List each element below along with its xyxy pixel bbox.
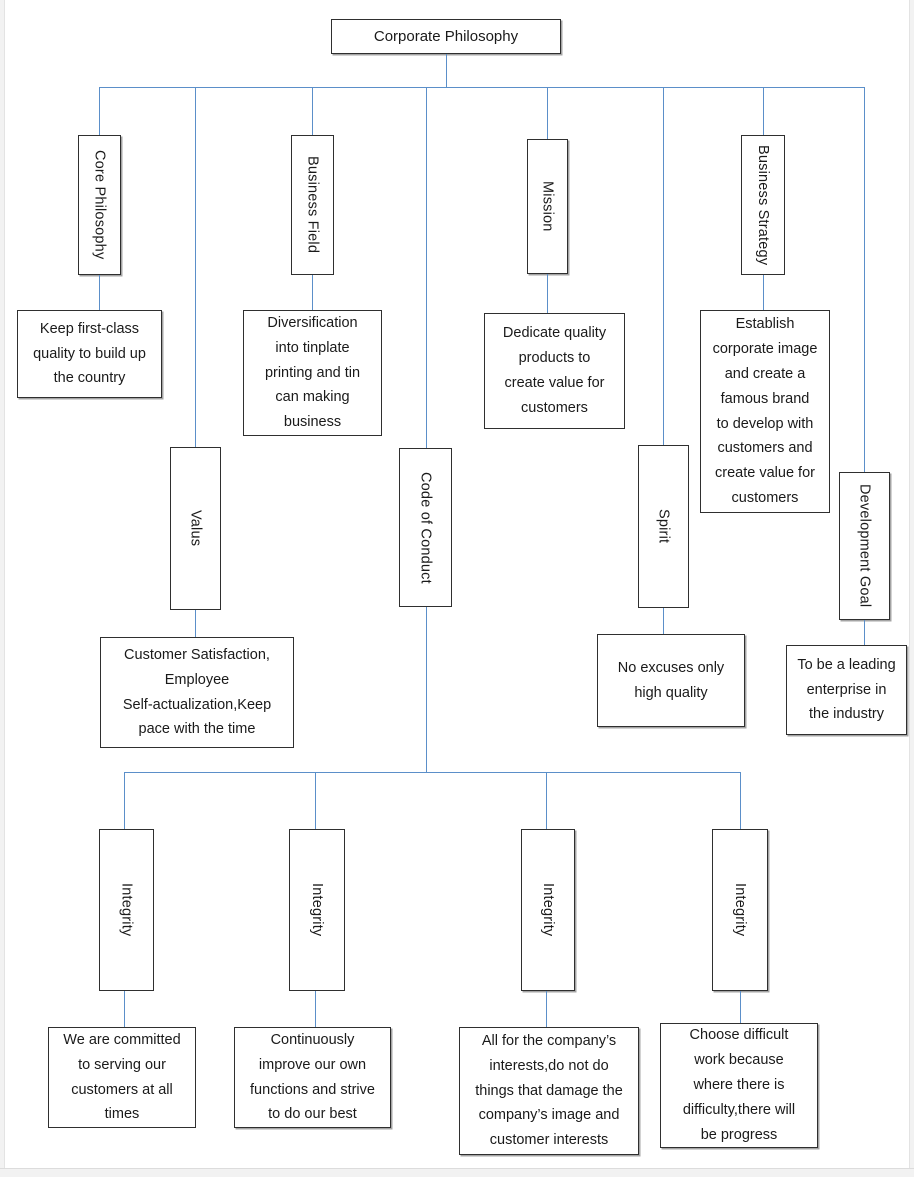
node-mission[interactable]: Mission bbox=[527, 139, 568, 274]
content-text: Dedicate quality products to create valu… bbox=[502, 325, 607, 416]
node-label: Core Philosophy bbox=[91, 150, 108, 260]
connector-drop-integrity-4 bbox=[740, 772, 741, 829]
connector-drop-mission bbox=[547, 87, 548, 139]
page-edge-bottom bbox=[0, 1168, 914, 1177]
connector-drop-development-goal bbox=[864, 87, 865, 472]
content-text: All for the company’s interests,do not d… bbox=[475, 1032, 623, 1149]
node-label: Spirit bbox=[655, 509, 672, 544]
node-label: Corporate Philosophy bbox=[373, 27, 519, 45]
node-corporate-philosophy[interactable]: Corporate Philosophy bbox=[331, 19, 561, 54]
content-text: Keep first-class quality to build up the… bbox=[33, 320, 146, 387]
node-valus[interactable]: Valus bbox=[170, 447, 221, 610]
content-text: Establish corporate image and create a f… bbox=[712, 315, 818, 507]
node-core-philosophy[interactable]: Core Philosophy bbox=[78, 135, 121, 275]
connector-drop-integrity-1 bbox=[124, 772, 125, 829]
node-development-goal[interactable]: Development Goal bbox=[839, 472, 890, 620]
connector-business-field-to-content bbox=[312, 275, 313, 310]
content-business-field[interactable]: Diversification into tinplate printing a… bbox=[243, 310, 382, 436]
connector-spirit-to-content bbox=[663, 608, 664, 634]
content-text: Choose difficult work because where ther… bbox=[682, 1027, 796, 1143]
node-label: Development Goal bbox=[856, 484, 873, 608]
connector-valus-to-content bbox=[195, 610, 196, 637]
connector-code-of-conduct-to-bus bbox=[426, 607, 427, 772]
node-spirit[interactable]: Spirit bbox=[638, 445, 689, 608]
content-mission[interactable]: Dedicate quality products to create valu… bbox=[484, 313, 625, 429]
connector-drop-integrity-3 bbox=[546, 772, 547, 829]
node-label: Business Field bbox=[304, 156, 321, 254]
connector-main-bus bbox=[100, 87, 865, 88]
connector-code-of-conduct-bus bbox=[124, 772, 741, 773]
connector-drop-integrity-2 bbox=[315, 772, 316, 829]
content-integrity-2[interactable]: Continuously improve our own functions a… bbox=[234, 1027, 391, 1128]
connector-drop-spirit bbox=[663, 87, 664, 445]
node-label: Valus bbox=[187, 510, 204, 547]
content-text: Customer Satisfaction, Employee Self-act… bbox=[122, 646, 272, 738]
connector-integrity-4-to-content bbox=[740, 991, 741, 1023]
content-integrity-4[interactable]: Choose difficult work because where ther… bbox=[660, 1023, 818, 1148]
connector-root-stem bbox=[446, 54, 447, 87]
content-text: Continuously improve our own functions a… bbox=[250, 1031, 375, 1123]
connector-drop-business-field bbox=[312, 87, 313, 135]
content-development-goal[interactable]: To be a leading enterprise in the indust… bbox=[786, 645, 907, 735]
node-label: Mission bbox=[539, 181, 556, 232]
connector-mission-to-content bbox=[547, 274, 548, 313]
node-label: Integrity bbox=[540, 883, 556, 937]
content-text: Diversification into tinplate printing a… bbox=[264, 314, 361, 431]
node-label: Integrity bbox=[118, 883, 135, 937]
node-integrity-4[interactable]: Integrity bbox=[712, 829, 768, 991]
node-label: Code of Conduct bbox=[417, 471, 434, 584]
page-edge-left bbox=[0, 0, 5, 1177]
connector-development-goal-to-content bbox=[864, 620, 865, 645]
content-text: No excuses only high quality bbox=[617, 659, 725, 701]
connector-integrity-3-to-content bbox=[546, 991, 547, 1027]
node-label: Integrity bbox=[309, 883, 325, 937]
node-business-strategy[interactable]: Business Strategy bbox=[741, 135, 785, 275]
connector-drop-code-of-conduct bbox=[426, 87, 427, 448]
node-label: Business Strategy bbox=[755, 144, 771, 266]
connector-drop-valus bbox=[195, 87, 196, 447]
content-integrity-1[interactable]: We are committed to serving our customer… bbox=[48, 1027, 196, 1128]
node-integrity-3[interactable]: Integrity bbox=[521, 829, 575, 991]
connector-integrity-2-to-content bbox=[315, 991, 316, 1027]
connector-core-philosophy-to-content bbox=[99, 275, 100, 310]
connector-business-strategy-to-content bbox=[763, 275, 764, 310]
node-integrity-1[interactable]: Integrity bbox=[99, 829, 154, 991]
node-code-of-conduct[interactable]: Code of Conduct bbox=[399, 448, 452, 607]
page-edge-right bbox=[909, 0, 914, 1177]
connector-integrity-1-to-content bbox=[124, 991, 125, 1027]
content-text: We are committed to serving our customer… bbox=[63, 1031, 181, 1123]
connector-drop-core-philosophy bbox=[99, 87, 100, 135]
content-core-philosophy[interactable]: Keep first-class quality to build up the… bbox=[17, 310, 162, 398]
connector-drop-business-strategy bbox=[763, 87, 764, 135]
content-valus[interactable]: Customer Satisfaction, Employee Self-act… bbox=[100, 637, 294, 748]
content-spirit[interactable]: No excuses only high quality bbox=[597, 634, 745, 727]
content-business-strategy[interactable]: Establish corporate image and create a f… bbox=[700, 310, 830, 513]
content-text: To be a leading enterprise in the indust… bbox=[797, 656, 896, 723]
node-business-field[interactable]: Business Field bbox=[291, 135, 334, 275]
content-integrity-3[interactable]: All for the company’s interests,do not d… bbox=[459, 1027, 639, 1155]
node-integrity-2[interactable]: Integrity bbox=[289, 829, 345, 991]
node-label: Integrity bbox=[732, 883, 748, 937]
